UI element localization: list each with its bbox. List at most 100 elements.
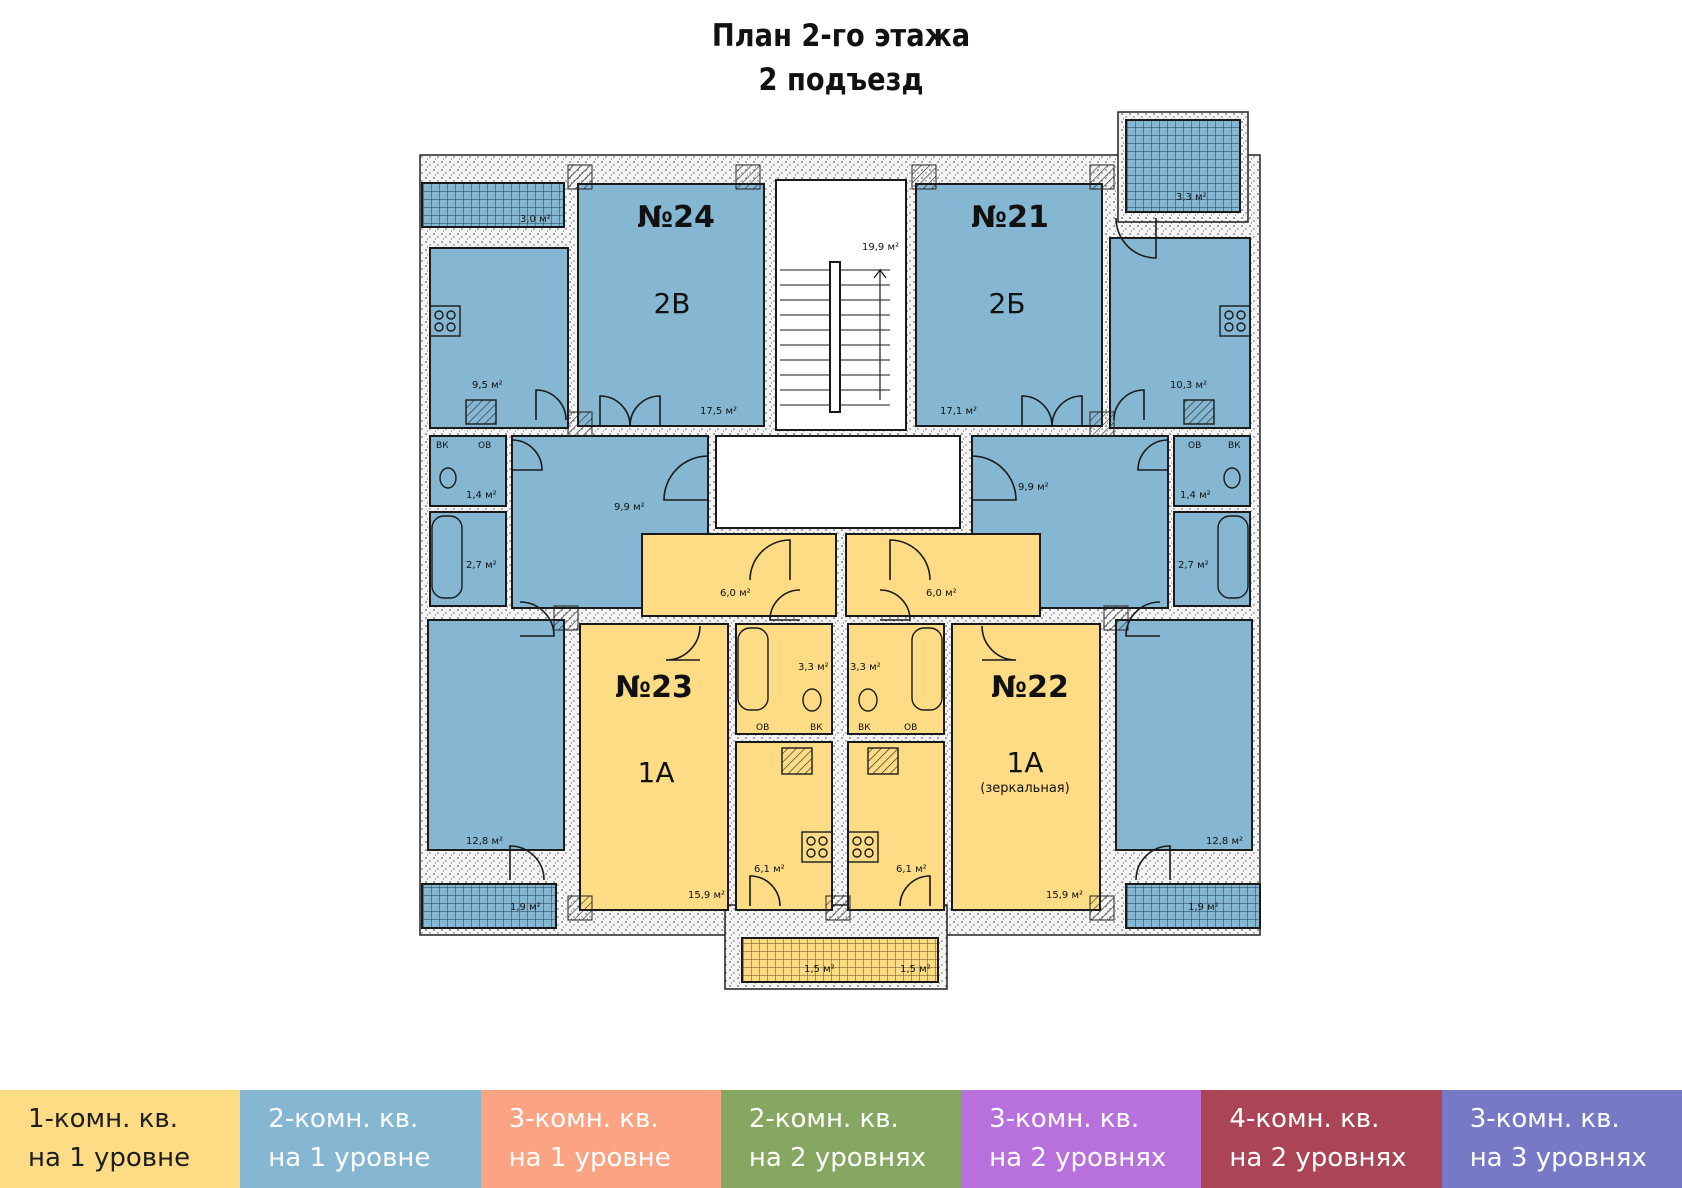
legend-item-line-2: на 2 уровнях — [1229, 1143, 1407, 1173]
legend-item-4: 2-комн. кв. на 2 уровнях — [720, 1090, 962, 1188]
area-kitchen-24: 9,5 м² — [472, 380, 503, 391]
apartment-22-type: 1А — [1007, 746, 1044, 779]
balcony-bottom-left — [421, 883, 557, 929]
legend-item-line-1: 1-комн. кв. — [28, 1104, 178, 1134]
room-24 — [577, 183, 765, 427]
area-room-21: 17,1 м² — [940, 406, 977, 417]
area-stairwell: 19,9 м² — [862, 242, 899, 253]
shaft-ov-23: ОВ — [756, 723, 769, 733]
area-bath-24: 2,7 м² — [466, 560, 497, 571]
stairwell — [715, 179, 961, 529]
room-24b — [427, 619, 565, 851]
shaft-ov-22: ОВ — [904, 723, 917, 733]
balcony-top-left — [421, 182, 565, 228]
area-wc-21: 1,4 м² — [1180, 490, 1211, 501]
area-room-24: 17,5 м² — [700, 406, 737, 417]
area-kitchen-22: 6,1 м² — [896, 864, 927, 875]
legend-item-5: 3-комн. кв. на 2 уровнях — [961, 1090, 1202, 1188]
area-bath-21: 2,7 м² — [1178, 560, 1209, 571]
legend-item-3: 3-комн. кв. на 1 уровне — [480, 1090, 721, 1188]
legend-item-line-2: на 3 уровнях — [1469, 1143, 1647, 1173]
legend-item-line-1: 4-комн. кв. — [1229, 1104, 1380, 1134]
legend-item-7: 3-комн. кв. на 3 уровнях — [1441, 1090, 1682, 1188]
balcony-bottom-right — [1125, 883, 1261, 929]
legend-item-line-1: 2-комн. кв. — [748, 1104, 899, 1134]
wc-21 — [1173, 435, 1251, 507]
legend-item-line-1: 3-комн. кв. — [989, 1104, 1140, 1134]
area-room-22: 15,9 м² — [1046, 890, 1083, 901]
shaft-vk-22: ВК — [858, 723, 871, 733]
area-balcony-bottom-right: 1,9 м² — [1188, 902, 1219, 913]
area-hall-22: 6,0 м² — [926, 588, 957, 599]
area-kitchen-23: 6,1 м² — [754, 864, 785, 875]
area-hall-21: 9,9 м² — [1018, 482, 1049, 493]
hall-23 — [641, 533, 837, 617]
apartment-21-type: 2Б — [988, 287, 1025, 320]
area-balcony-bottom-left: 1,9 м² — [510, 902, 541, 913]
area-hall-24: 9,9 м² — [614, 502, 645, 513]
room-22 — [951, 623, 1101, 911]
legend-item-line-2: на 1 уровне — [268, 1143, 431, 1173]
area-bath-23: 3,3 м² — [798, 662, 829, 673]
room-21 — [915, 183, 1103, 427]
legend-item-2: 2-комн. кв. на 1 уровне — [240, 1090, 481, 1188]
hall-22 — [845, 533, 1041, 617]
title-line-2: 2 подъезд — [758, 62, 924, 98]
shaft-ov-21: ОВ — [1188, 441, 1201, 451]
balcony-bottom-center — [741, 937, 939, 983]
room-21b — [1115, 619, 1253, 851]
area-room-23: 15,9 м² — [688, 890, 725, 901]
legend-item-line-1: 3-комн. кв. — [508, 1104, 659, 1134]
columns — [553, 164, 1129, 921]
bath-23 — [735, 623, 833, 735]
apartment-22-note: (зеркальная) — [980, 781, 1069, 796]
apartment-22-number: №22 — [991, 670, 1069, 705]
bath-22 — [847, 623, 945, 735]
apartment-labels: №24 2В №21 2Б №23 1А №22 1А (зеркальная) — [615, 200, 1070, 796]
shaft-vk-24: ВК — [436, 441, 449, 451]
area-balcony-bottom-center-2: 1,5 м² — [900, 964, 931, 975]
area-room-24b: 12,8 м² — [466, 836, 503, 847]
floor-plan: ВК ОВ ОВ ВК ОВ ВК ВК ОВ №24 2В №21 2Б №2… — [419, 111, 1261, 990]
area-kitchen-21: 10,3 м² — [1170, 380, 1207, 391]
legend: 1-комн. кв. на 1 уровне 2-комн. кв. на 1 ур… — [0, 1090, 1682, 1188]
kitchen-24 — [429, 247, 569, 429]
legend-item-6: 4-комн. кв. на 2 уровнях — [1201, 1090, 1442, 1188]
room-23 — [579, 623, 729, 911]
apartment-23-number: №23 — [615, 670, 693, 705]
area-wc-24: 1,4 м² — [466, 490, 497, 501]
bath-24 — [429, 511, 507, 607]
apartment-24-rooms — [421, 182, 765, 929]
title-line-1: План 2-го этажа — [711, 18, 971, 54]
shaft-ov-24: ОВ — [478, 441, 491, 451]
balcony-top-right — [1125, 119, 1241, 213]
hall-21 — [971, 435, 1169, 609]
apartment-24-number: №24 — [637, 200, 715, 235]
area-balcony-bottom-center-1: 1,5 м² — [804, 964, 835, 975]
shaft-vk-21: ВК — [1228, 441, 1241, 451]
legend-item-line-2: на 1 уровне — [28, 1143, 191, 1173]
kitchen-21 — [1109, 237, 1251, 429]
area-balcony-top-left: 3,0 м² — [520, 214, 551, 225]
area-hall-23: 6,0 м² — [720, 588, 751, 599]
legend-item-1: 1-комн. кв. на 1 уровне — [0, 1090, 241, 1188]
legend-item-line-2: на 2 уровнях — [748, 1143, 926, 1173]
shaft-vk-23: ВК — [810, 723, 823, 733]
apartment-23-type: 1А — [638, 756, 675, 789]
fixtures — [429, 305, 1251, 863]
apartment-24-type: 2В — [653, 287, 690, 320]
legend-item-line-2: на 1 уровне — [508, 1143, 671, 1173]
legend-item-line-1: 2-комн. кв. — [268, 1104, 419, 1134]
legend-item-line-2: на 2 уровнях — [989, 1143, 1167, 1173]
apartment-21-number: №21 — [971, 200, 1049, 235]
apartment-21-rooms — [915, 119, 1261, 929]
doors — [509, 217, 1171, 907]
area-bath-22: 3,3 м² — [850, 662, 881, 673]
legend-item-line-1: 3-комн. кв. — [1469, 1104, 1620, 1134]
shaft-labels: ВК ОВ ОВ ВК ОВ ВК ВК ОВ — [436, 441, 1241, 733]
bath-21 — [1173, 511, 1251, 607]
area-room-21b: 12,8 м² — [1206, 836, 1243, 847]
page-title: План 2-го этажа 2 подъезд — [101, 14, 1581, 102]
area-labels: 3,0 м² 9,5 м² 17,5 м² 9,9 м² 1,4 м² 2,7 … — [466, 192, 1243, 975]
area-balcony-top-right: 3,3 м² — [1176, 192, 1207, 203]
